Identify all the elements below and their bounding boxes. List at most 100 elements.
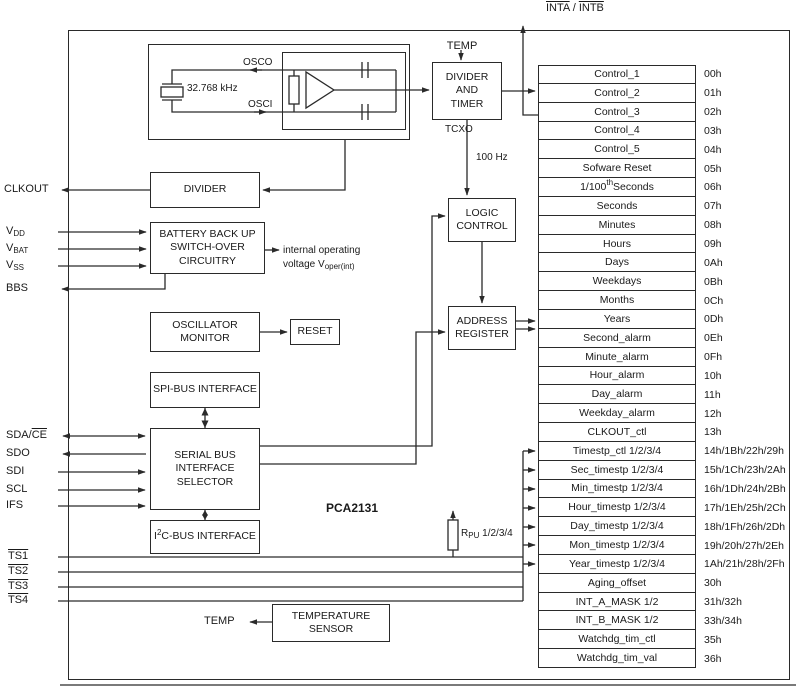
- logic-control-block: LOGIC CONTROL: [448, 198, 516, 242]
- chip-name-label: PCA2131: [326, 501, 379, 515]
- register-row: Days 0Ah: [538, 253, 786, 273]
- register-address: 33h/34h: [704, 614, 742, 627]
- 100hz-label: 100 Hz: [476, 152, 508, 163]
- pin-bbs: BBS: [6, 282, 29, 294]
- register-address: 19h/20h/27h/2Eh: [704, 539, 784, 552]
- serial-bus-selector-label: SERIAL BUS INTERFACE SELECTOR: [174, 449, 236, 488]
- register-address: 03h: [704, 124, 722, 137]
- register-address: 0Ch: [704, 294, 724, 307]
- internal-voltage-note-line1: internal operating: [283, 245, 361, 256]
- inta-intb-separator: /: [569, 2, 579, 14]
- register-name: Control_5: [538, 140, 696, 160]
- internal-voltage-note: internal operating voltage Voper(int): [283, 244, 360, 271]
- register-address: 01h: [704, 87, 722, 100]
- pin-vdd: VDD: [6, 225, 25, 238]
- vss-letter: V: [6, 259, 14, 271]
- register-address: 05h: [704, 162, 722, 175]
- battery-backup-block: BATTERY BACK UP SWITCH-OVER CIRCUITRY: [150, 222, 265, 274]
- temp-output-label: TEMP: [204, 615, 235, 627]
- register-address: 35h: [704, 633, 722, 646]
- divider-and-timer-label: DIVIDER AND TIMER: [445, 71, 489, 110]
- i2c-bus-interface-block: I2C-BUS INTERFACE: [150, 520, 260, 554]
- inverter-icon: [305, 70, 336, 110]
- intb-label: INTB: [578, 2, 604, 14]
- pin-ts4: TS4: [8, 594, 29, 606]
- chip-boundary: [68, 30, 790, 680]
- register-name: Days: [538, 253, 696, 273]
- divider-and-timer-block: DIVIDER AND TIMER: [432, 62, 502, 120]
- register-address: 15h/1Ch/23h/2Ah: [704, 464, 786, 477]
- register-name: Second_alarm: [538, 328, 696, 348]
- register-name: Minute_alarm: [538, 347, 696, 367]
- internal-voltage-note-line2: voltage Voper(int): [283, 258, 360, 272]
- spi-bus-interface-label: SPI-BUS INTERFACE: [153, 383, 257, 396]
- temp-top-label: TEMP: [446, 40, 478, 52]
- temperature-sensor-label: TEMPERATURE SENSOR: [291, 609, 371, 635]
- register-address: 36h: [704, 652, 722, 665]
- i2c-pre: I: [154, 530, 157, 543]
- address-register-label: ADDRESS REGISTER: [455, 314, 509, 340]
- i2c-bus-interface-label: I2C-BUS INTERFACE: [154, 528, 256, 543]
- crystal-frequency-label: 32.768 kHz: [187, 83, 238, 94]
- register-name: Hours: [538, 234, 696, 254]
- register-name: Aging_offset: [538, 573, 696, 593]
- rpu-pre: R: [461, 528, 469, 539]
- register-row: Hours 09h: [538, 234, 786, 254]
- register-name: Months: [538, 291, 696, 310]
- inta-label: INTA: [546, 2, 570, 14]
- ce-label: CE: [31, 429, 47, 441]
- register-row: Months 0Ch: [538, 291, 786, 310]
- register-name: INT_A_MASK 1/2: [538, 592, 696, 612]
- pin-ts3: TS3: [8, 580, 29, 592]
- vbat-letter: V: [6, 242, 14, 254]
- reset-block: RESET: [290, 319, 340, 345]
- pin-sdi: SDI: [6, 465, 25, 477]
- register-row: Aging_offset 30h: [538, 573, 786, 593]
- register-address: 06h: [704, 181, 722, 194]
- bbs-wire: [61, 274, 166, 292]
- pin-scl: SCL: [6, 483, 28, 495]
- register-name: Control_3: [538, 102, 696, 122]
- register-name: Sec_timestp 1/2/3/4: [538, 460, 696, 480]
- osco-label: OSCO: [243, 57, 273, 68]
- serial-bus-selector-block: SERIAL BUS INTERFACE SELECTOR: [150, 428, 260, 510]
- register-row: Sec_timestp 1/2/3/4 15h/1Ch/23h/2Ah: [538, 460, 786, 480]
- register-address: 09h: [704, 238, 722, 251]
- pin-ts2: TS2: [8, 565, 29, 577]
- register-address: 16h/1Dh/24h/2Bh: [704, 482, 786, 495]
- oscillator-monitor-label: OSCILLATOR MONITOR: [172, 318, 238, 344]
- note-line2-sub: oper(int): [324, 261, 355, 271]
- oscillator-amplifier-box: [282, 52, 406, 130]
- battery-backup-label: BATTERY BACK UP SWITCH-OVER CIRCUITRY: [159, 228, 256, 267]
- address-register-block: ADDRESS REGISTER: [448, 306, 516, 350]
- rpu-post: 1/2/3/4: [479, 528, 513, 539]
- register-address: 30h: [704, 577, 722, 590]
- oscillator-monitor-block: OSCILLATOR MONITOR: [150, 312, 260, 352]
- i2c-post: C-BUS INTERFACE: [161, 530, 256, 543]
- register-address: 10h: [704, 369, 722, 382]
- register-name: Watchdg_tim_val: [538, 649, 696, 668]
- figure-bottom-rule: [60, 684, 796, 686]
- register-address: 0Ah: [704, 256, 723, 269]
- vss-sub: SS: [13, 263, 25, 272]
- i2c-sup: 2: [156, 528, 162, 538]
